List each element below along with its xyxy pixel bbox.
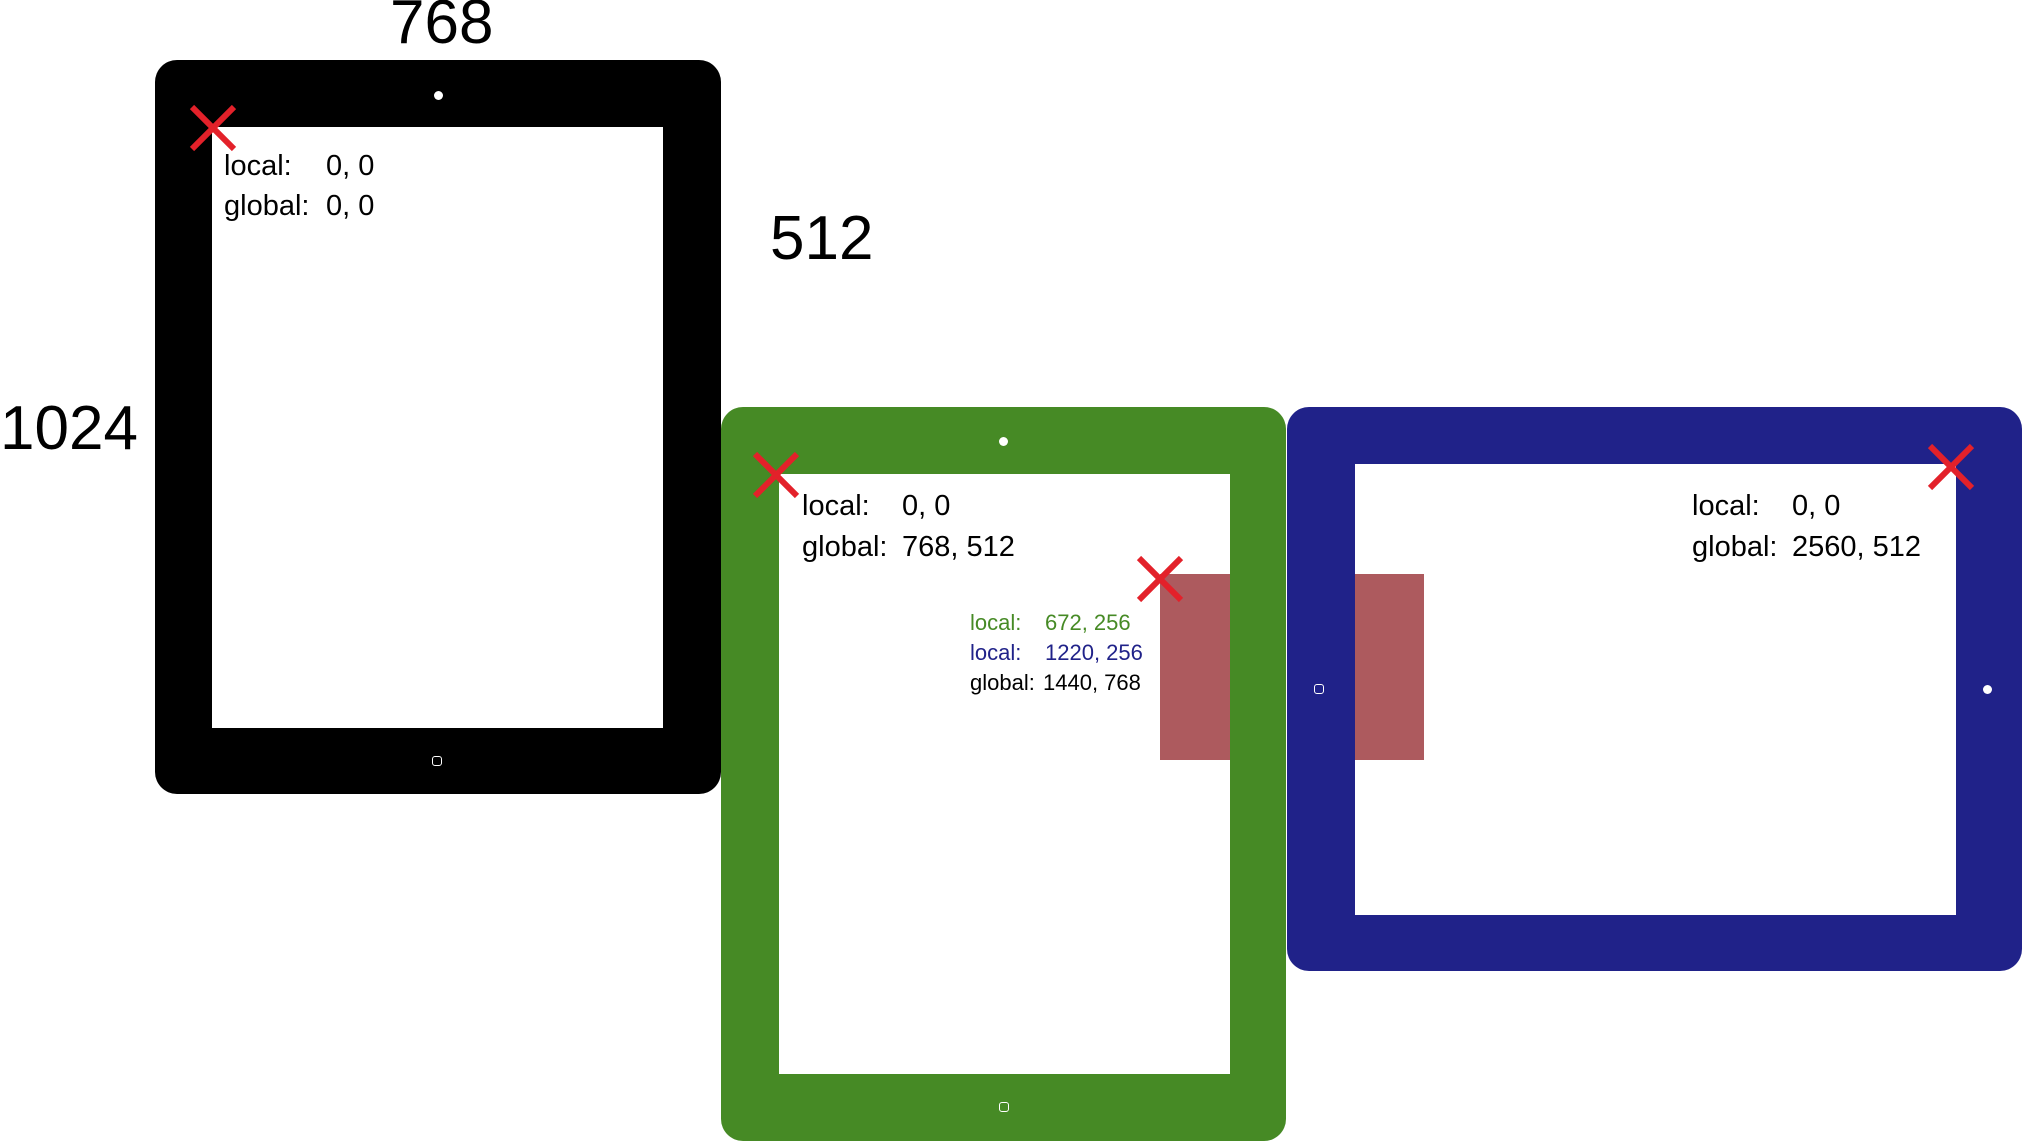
- camera-dot-icon: [1983, 685, 1992, 694]
- local-label: local:: [1692, 490, 1760, 522]
- device-1-tablet: [155, 60, 721, 794]
- overlap-region-device-3: [1355, 574, 1424, 760]
- x-mark-icon: [1927, 443, 1975, 491]
- global-value: 768, 512: [902, 531, 1015, 563]
- global-label: global:: [970, 670, 1035, 695]
- offset-label: 512: [770, 204, 874, 273]
- home-button-icon: [1314, 684, 1324, 694]
- device-3-coordinates: local: 0, 0 global: 2560, 512: [1692, 492, 1921, 562]
- global-value: 2560, 512: [1792, 531, 1922, 563]
- overlap-region-device-2: [1160, 574, 1230, 760]
- device-2-local-value: 672, 256: [1045, 610, 1131, 635]
- global-value: 0, 0: [326, 190, 375, 222]
- device-3-local-value: 1220, 256: [1045, 640, 1143, 665]
- global-label: global:: [1692, 531, 1778, 563]
- device-3-screen: [1355, 464, 1956, 915]
- x-mark-icon: [189, 104, 237, 152]
- width-label: 768: [390, 0, 494, 57]
- local-value: 0, 0: [326, 150, 375, 182]
- home-button-icon: [999, 1102, 1009, 1112]
- local-label: local:: [224, 150, 292, 182]
- camera-dot-icon: [434, 91, 443, 100]
- global-value: 1440, 768: [1043, 670, 1141, 695]
- height-label: 1024: [0, 394, 138, 463]
- device-1-coordinates: local: 0, 0 global: 0, 0: [224, 152, 374, 221]
- camera-dot-icon: [999, 437, 1008, 446]
- overlap-point-coordinates: local: 672, 256 local: 1220, 256 global:…: [970, 612, 1143, 694]
- x-mark-icon: [752, 451, 800, 499]
- home-button-icon: [432, 756, 442, 766]
- device-2-coordinates: local: 0, 0 global: 768, 512: [802, 492, 1015, 562]
- global-label: global:: [224, 190, 310, 222]
- x-mark-icon: [1136, 555, 1184, 603]
- global-label: global:: [802, 531, 888, 563]
- device-1-screen: [212, 127, 663, 728]
- local-value: 0, 0: [1792, 490, 1841, 522]
- local-label: local:: [802, 490, 870, 522]
- device-3-local-label: local:: [970, 640, 1022, 665]
- device-2-local-label: local:: [970, 610, 1022, 635]
- device-3-tablet: [1287, 407, 2022, 971]
- local-value: 0, 0: [902, 490, 951, 522]
